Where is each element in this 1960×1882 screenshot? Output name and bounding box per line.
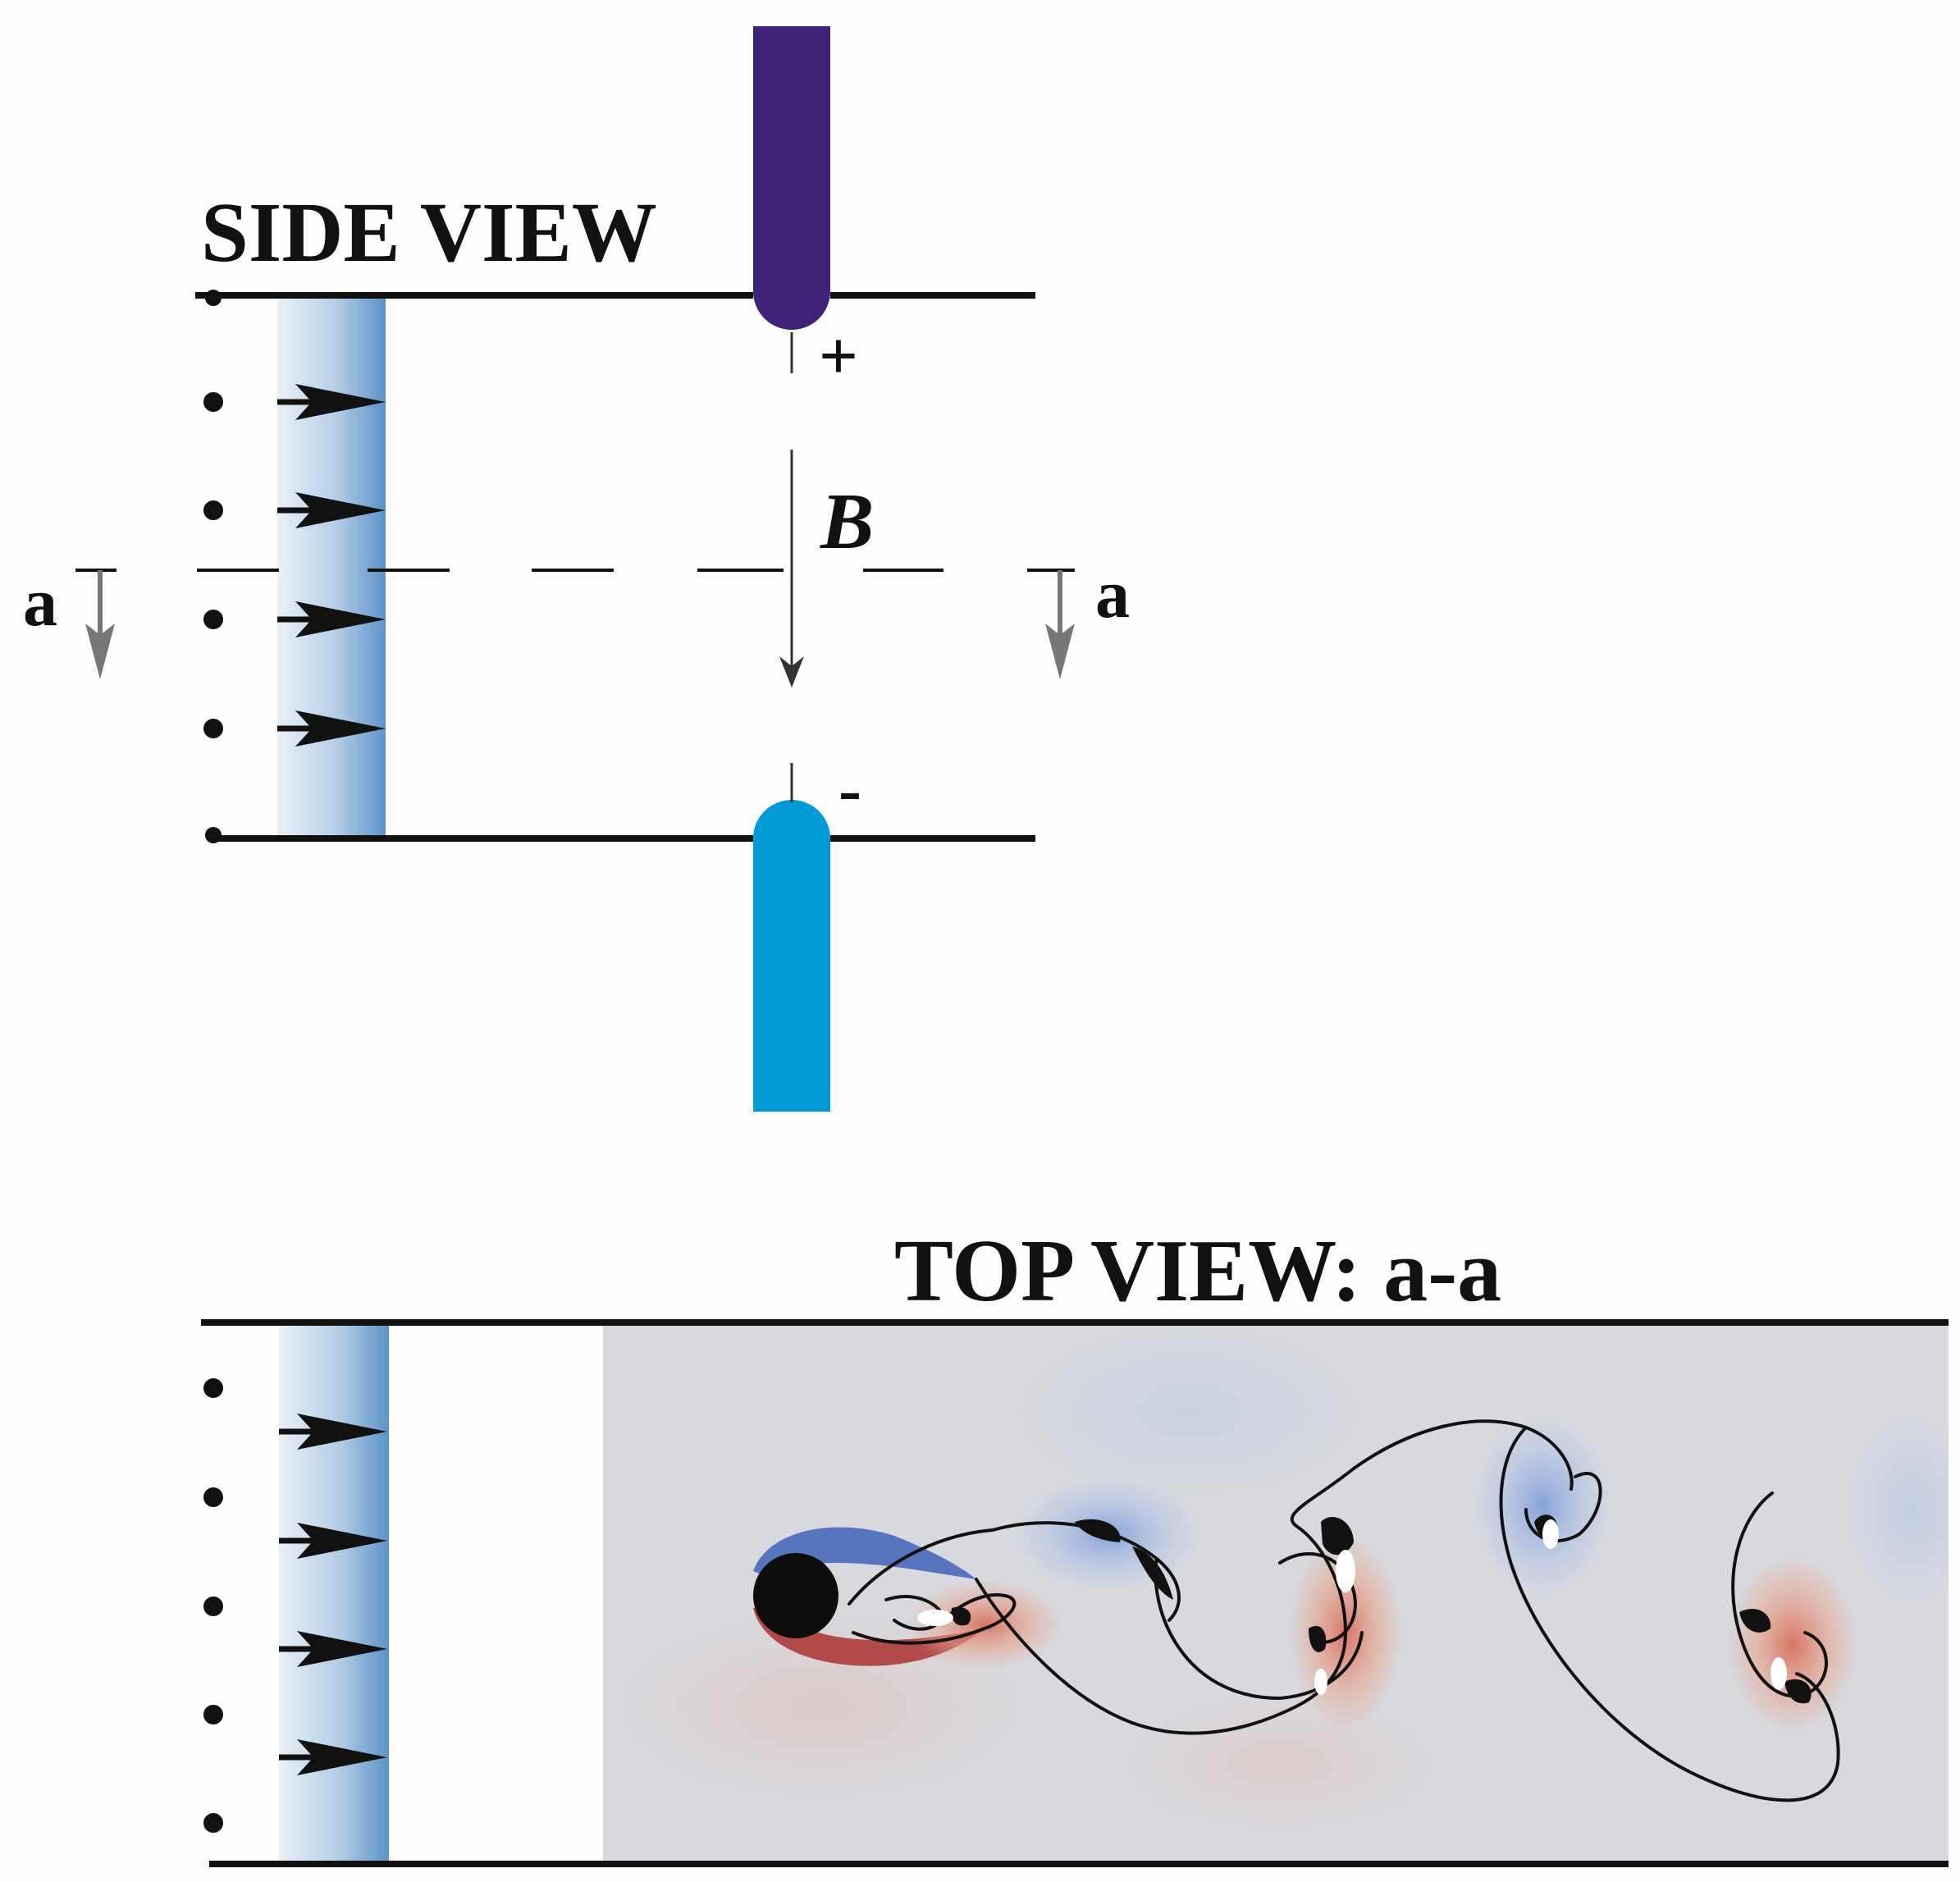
side-inflow-arrows [277,384,386,747]
side-view-title: SIDE VIEW [201,185,657,280]
top-view-title: TOP VIEW: a-a [894,1222,1501,1320]
b-field-arrow [779,332,804,802]
inflow-arrow [279,1523,387,1559]
top-inflow-dots [203,1378,223,1833]
inflow-arrow [279,1739,387,1775]
top-inflow-region [195,1326,603,1862]
inflow-dot [203,500,223,520]
dye-highlights [917,1519,1787,1695]
inflow-dot [203,1378,223,1398]
inflow-dot [203,1487,223,1507]
section-label-left: a [23,564,57,641]
side-inflow-dots [203,290,223,843]
side-inflow-band [277,299,386,835]
inflow-dot [205,827,222,843]
inflow-arrow [279,1631,387,1667]
inflow-dot [203,719,223,738]
minus-label: - [838,751,861,828]
inflow-dot [203,1813,223,1833]
inflow-arrow [277,601,386,637]
inflow-dot [203,610,223,629]
plus-label: + [819,318,858,395]
top-inflow-band [279,1326,389,1862]
top-view: TOP VIEW: a-a [195,1222,1949,1867]
cylinder [753,1553,838,1638]
bottom-electrode [753,800,830,1112]
dye-filaments [848,1419,1840,1802]
section-marker-right [1027,569,1075,679]
section-marker-left [75,569,117,679]
b-field-label: B [820,477,874,566]
inflow-dot [203,392,223,412]
side-view: SIDE VIEW [23,26,1130,1112]
inflow-arrow [277,710,386,747]
vortex-street [607,1326,1949,1838]
top-electrode [753,26,830,330]
top-inflow-arrows [279,1414,387,1775]
inflow-arrow [277,492,386,528]
inflow-dot [203,1597,223,1616]
section-label-right: a [1095,556,1130,633]
inflow-arrow [279,1414,387,1450]
inflow-dot [205,290,222,306]
inflow-arrow [277,384,386,420]
shear-layer-negative [753,1527,976,1583]
inflow-dot [203,1705,223,1724]
